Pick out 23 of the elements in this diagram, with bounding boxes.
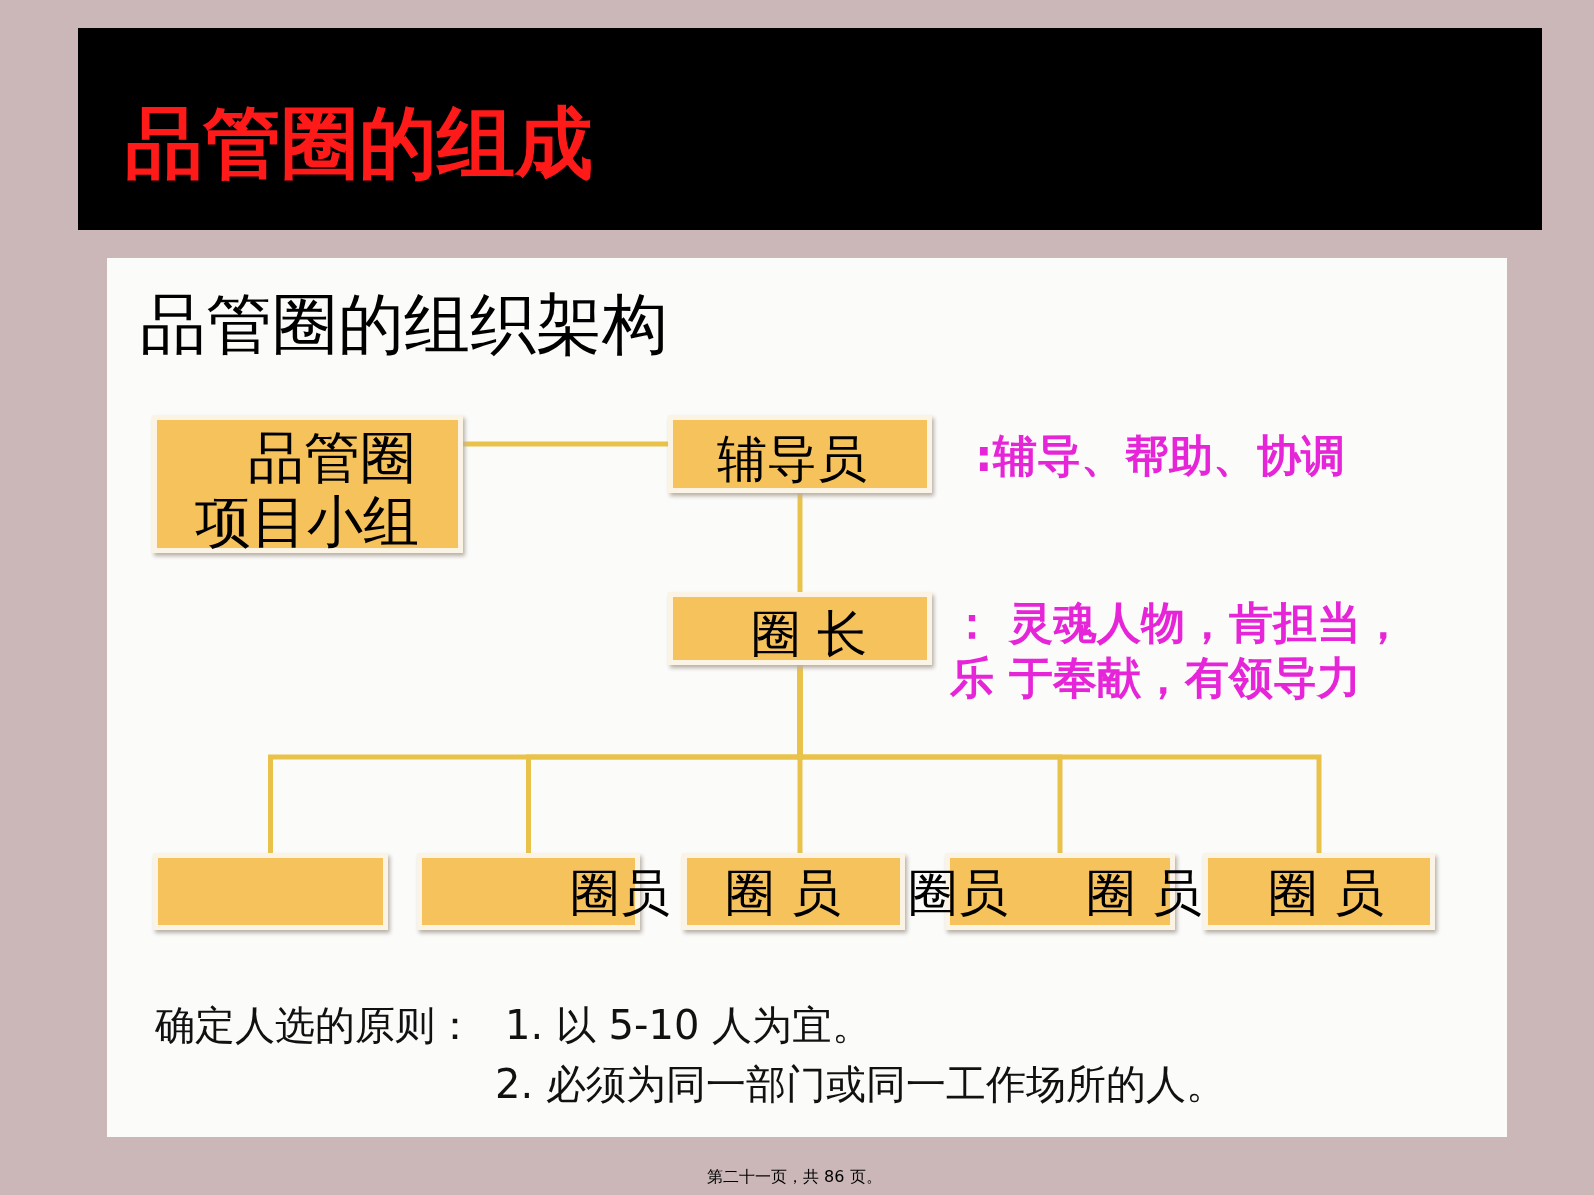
box-label: 辅导员 bbox=[717, 432, 867, 487]
org-box bbox=[152, 415, 463, 553]
org-box bbox=[682, 853, 905, 930]
org-box bbox=[668, 415, 932, 493]
role-description: :辅导、帮助、协调 bbox=[975, 429, 1346, 483]
box-label: 圈 员 bbox=[1268, 866, 1384, 921]
box-label: 品管圈项目小组 bbox=[194, 426, 420, 555]
org-box bbox=[668, 592, 932, 665]
connector-line bbox=[797, 493, 803, 592]
org-box bbox=[1203, 853, 1435, 930]
page-footer: 第二十一页，共 86 页。 bbox=[707, 1167, 882, 1188]
box-label: 圈 员 bbox=[1086, 866, 1202, 921]
slide-subtitle: 品管圈的组织架构 bbox=[140, 285, 668, 365]
box-label: 圈 长 bbox=[751, 607, 867, 662]
role-description: ： 灵魂人物，肯担当，乐 于奉献，有领导力 bbox=[950, 596, 1407, 705]
box-label: 圈 员 bbox=[725, 866, 841, 921]
empty-box bbox=[153, 853, 388, 930]
note-text: 1. 以 5-10 人为宜。 bbox=[505, 1001, 873, 1050]
note-text: 2. 必须为同一部门或同一工作场所的人。 bbox=[495, 1060, 1226, 1109]
note-text: 确定人选的原则： bbox=[155, 1001, 475, 1050]
connector-line bbox=[463, 441, 668, 447]
slide-title: 品管圈的组成 bbox=[125, 97, 593, 190]
connector-line bbox=[797, 665, 1322, 853]
